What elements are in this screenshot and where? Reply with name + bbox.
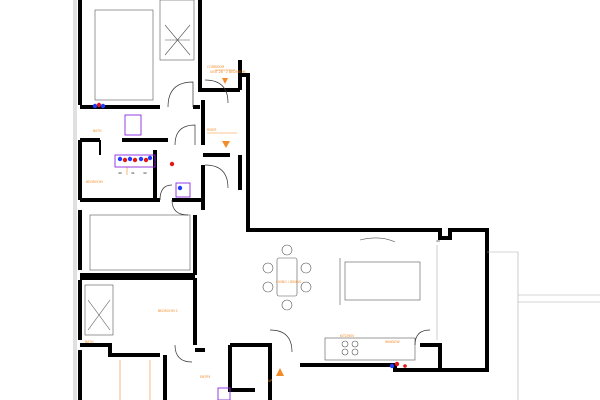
left-unit-walls xyxy=(73,0,240,400)
mep-point-blue xyxy=(92,103,98,109)
mep-point-blue xyxy=(177,185,183,191)
label-entry: ENTRY xyxy=(200,375,210,379)
bathtub-lower xyxy=(84,284,114,336)
label-bed-2: BEDROOM 2 xyxy=(158,309,178,313)
hob-ring xyxy=(341,348,349,356)
riser-box xyxy=(114,154,156,168)
mep-points xyxy=(92,102,407,369)
sofa xyxy=(344,261,421,301)
label-num-43: 43 xyxy=(436,239,440,243)
hob-ring xyxy=(351,340,359,348)
riser-box xyxy=(175,182,191,198)
dim-41: 41 xyxy=(131,171,135,175)
bed-1 xyxy=(89,214,191,271)
wc-2 xyxy=(217,387,231,400)
fixtures xyxy=(84,0,438,400)
label-window: WINDOW xyxy=(385,340,400,344)
mep-point-blue xyxy=(147,155,153,161)
dim-40: 40 xyxy=(118,171,122,175)
mep-point-blue xyxy=(100,103,106,109)
mep-point-blue xyxy=(138,156,144,162)
hob-ring xyxy=(351,348,359,356)
mep-point-blue xyxy=(389,363,395,369)
mep-point-red xyxy=(143,157,149,163)
kitchen-counter xyxy=(324,337,416,361)
chair xyxy=(281,244,293,256)
annotations: CORRIDOR UNIT 2B · 2 BEDROOM RISER BATH … xyxy=(85,65,440,400)
mep-point-blue xyxy=(117,156,123,162)
label-kitchen: KITCHEN xyxy=(340,334,354,338)
mep-point-red xyxy=(169,161,175,167)
mep-point-red xyxy=(132,157,138,163)
hob-ring xyxy=(341,340,349,348)
label-stair: UP xyxy=(268,379,272,383)
label-bed-1: BEDROOM xyxy=(86,180,103,184)
mep-point-red xyxy=(403,364,407,368)
label-bath-1: BATH xyxy=(93,129,102,133)
label-corridor: CORRIDOR xyxy=(207,65,225,69)
chair xyxy=(281,299,293,311)
chair xyxy=(300,281,312,293)
direction-arrow xyxy=(222,78,228,84)
dining-table xyxy=(276,257,298,297)
mep-point-red xyxy=(122,157,128,163)
bed-2 xyxy=(94,9,154,101)
direction-arrow xyxy=(276,368,284,376)
label-riser: RISER xyxy=(207,128,217,132)
dim-42: 42 xyxy=(143,171,147,175)
chair xyxy=(262,262,274,274)
doors xyxy=(159,79,431,363)
mep-point-blue xyxy=(127,156,133,162)
direction-arrow xyxy=(222,141,230,148)
label-unit-top: UNIT 2B · 2 BEDROOM xyxy=(210,70,246,74)
chair xyxy=(262,281,274,293)
mep-point-red xyxy=(394,361,400,367)
wc-1 xyxy=(124,114,142,136)
mep-point-red xyxy=(96,102,102,108)
bathtub-top xyxy=(159,0,195,61)
label-living: LIVING / DINING xyxy=(276,280,302,284)
chair xyxy=(300,262,312,274)
dimension-labels: 40 41 42 xyxy=(118,171,147,175)
label-bath-2: BATH xyxy=(85,340,94,344)
